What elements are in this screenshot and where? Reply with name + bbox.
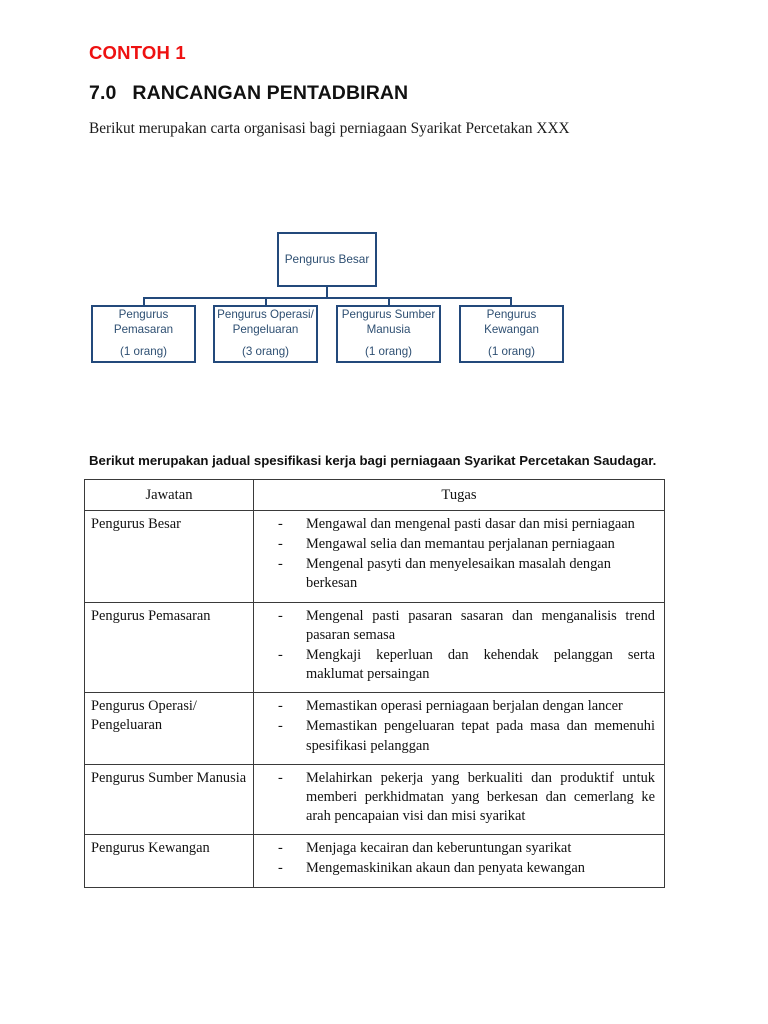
- table-header-row: Jawatan Tugas: [84, 479, 665, 511]
- org-node-title-line2: Pemasaran: [113, 323, 174, 337]
- duty-item: - Mengawal dan mengenal pasti dasar dan m…: [254, 515, 655, 534]
- example-label: CONTOH 1: [89, 42, 186, 63]
- org-node-pengurus-operasi-pengeluaran: Pengurus Operasi/ Pengeluaran (3 orang): [213, 305, 318, 363]
- cell-jawatan: Pengurus Pemasaran: [84, 601, 254, 694]
- bullet-dash-icon: -: [278, 769, 283, 786]
- connector-root-drop: [326, 287, 328, 299]
- cell-tugas: - Menjaga kecairan dan keberuntungan syar…: [253, 834, 665, 888]
- org-node-headcount: (3 orang): [241, 344, 290, 358]
- duty-text: Memastikan operasi perniagaan berjalan d…: [306, 698, 623, 715]
- org-node-headcount: (1 orang): [119, 344, 168, 358]
- duty-item: - Mengenal pasyti dan menyelesaikan masal…: [254, 555, 655, 593]
- cell-jawatan: Pengurus Kewangan: [84, 834, 254, 888]
- table-row: Pengurus Operasi/ Pengeluaran - Memastikan…: [84, 692, 665, 765]
- bullet-dash-icon: -: [278, 536, 283, 553]
- column-header-tugas: Tugas: [253, 479, 665, 511]
- duty-list: - Mengawal dan mengenal pasti dasar dan m…: [254, 515, 655, 594]
- bullet-dash-icon: -: [278, 516, 283, 532]
- bullet-dash-icon: -: [278, 607, 283, 624]
- org-node-title-line2: Pengeluaran: [232, 323, 299, 337]
- duty-list: - Memastikan operasi perniagaan berjalan …: [254, 697, 655, 755]
- org-node-pengurus-kewangan: Pengurus Kewangan (1 orang): [459, 305, 564, 363]
- table-row: Pengurus Kewangan - Menjaga kecairan dan k…: [84, 834, 665, 888]
- org-node-headcount: (1 orang): [364, 344, 413, 358]
- column-header-jawatan: Jawatan: [84, 479, 254, 511]
- job-specification-table: Jawatan Tugas Pengurus Besar - Mengawal da…: [84, 479, 665, 888]
- cell-jawatan: Pengurus Besar: [84, 510, 254, 603]
- duty-text: Mengenal pasti pasaran sasaran dan menga…: [306, 607, 655, 643]
- section-title-text: RANCANGAN PENTADBIRAN: [132, 82, 409, 104]
- table-head: Jawatan Tugas: [84, 479, 665, 511]
- duty-item: - Menjaga kecairan dan keberuntungan syar…: [254, 839, 655, 858]
- cell-jawatan: Pengurus Sumber Manusia: [84, 763, 254, 836]
- duty-text: Mengenal pasyti dan menyelesaikan masala…: [306, 556, 611, 592]
- table-row: Pengurus Sumber Manusia - Melahirkan peker…: [84, 763, 665, 836]
- duty-item: - Melahirkan pekerja yang berkualiti dan …: [254, 769, 655, 826]
- org-node-pengurus-besar: Pengurus Besar: [277, 232, 377, 287]
- org-node-title-line2: Manusia: [366, 323, 411, 337]
- duty-list: - Menjaga kecairan dan keberuntungan syar…: [254, 839, 655, 878]
- duty-text: Mengkaji keperluan dan kehendak pelangga…: [306, 646, 655, 683]
- duty-text: Mengawal selia dan memantau perjalanan p…: [306, 536, 615, 553]
- table-row: Pengurus Pemasaran - Mengenal pasti pasara…: [84, 601, 665, 694]
- cell-tugas: - Mengawal dan mengenal pasti dasar dan m…: [253, 510, 665, 603]
- duty-item: - Mengawal selia dan memantau perjalanan …: [254, 535, 655, 554]
- duty-item: - Mengenal pasti pasaran sasaran dan meng…: [254, 607, 655, 645]
- duty-item: - Memastikan operasi perniagaan berjalan …: [254, 697, 655, 716]
- cell-tugas: - Mengenal pasti pasaran sasaran dan meng…: [253, 601, 665, 694]
- bullet-dash-icon: -: [278, 860, 283, 877]
- org-node-pengurus-pemasaran: Pengurus Pemasaran (1 orang): [91, 305, 196, 363]
- duty-list: - Mengenal pasti pasaran sasaran dan meng…: [254, 607, 655, 685]
- org-node-title-line1: Pengurus: [118, 308, 169, 322]
- cell-tugas: - Memastikan operasi perniagaan berjalan …: [253, 692, 665, 765]
- connector-horizontal-bus: [143, 297, 512, 299]
- org-node-title-line1: Pengurus Sumber: [341, 308, 436, 322]
- bullet-dash-icon: -: [278, 718, 283, 735]
- org-node-headcount: (1 orang): [487, 344, 536, 358]
- intro-paragraph-chart: Berikut merupakan carta organisasi bagi …: [89, 120, 570, 137]
- duty-item: - Memastikan pengeluaran tepat pada masa …: [254, 717, 655, 755]
- duty-text: Melahirkan pekerja yang berkualiti dan p…: [306, 769, 655, 825]
- org-node-title-line2: Kewangan: [484, 323, 539, 337]
- cell-tugas: - Melahirkan pekerja yang berkualiti dan …: [253, 763, 665, 836]
- bullet-dash-icon: -: [278, 556, 283, 573]
- intro-paragraph-table: Berikut merupakan jadual spesifikasi ker…: [89, 453, 657, 468]
- org-node-pengurus-sumber-manusia: Pengurus Sumber Manusia (1 orang): [336, 305, 441, 363]
- page-title: 7.0 RANCANGAN PENTADBIRAN: [89, 82, 408, 105]
- duty-text: Menjaga kecairan dan keberuntungan syari…: [306, 840, 572, 857]
- section-number: 7.0: [89, 82, 117, 104]
- duty-text: Mengemaskinikan akaun dan penyata kewang…: [306, 860, 585, 877]
- org-node-title-line1: Pengurus: [486, 308, 537, 322]
- duty-text: Mengawal dan mengenal pasti dasar dan mi…: [306, 516, 635, 532]
- duty-item: - Mengemaskinikan akaun dan penyata kewan…: [254, 859, 655, 878]
- duty-text: Memastikan pengeluaran tepat pada masa d…: [306, 718, 655, 754]
- table-body: Pengurus Besar - Mengawal dan mengenal pas…: [84, 510, 665, 888]
- bullet-dash-icon: -: [278, 840, 283, 857]
- bullet-dash-icon: -: [278, 698, 283, 715]
- org-node-title-line1: Pengurus Operasi/: [217, 308, 314, 322]
- cell-jawatan: Pengurus Operasi/ Pengeluaran: [84, 692, 254, 765]
- duty-item: - Mengkaji keperluan dan kehendak pelangg…: [254, 646, 655, 684]
- table-row: Pengurus Besar - Mengawal dan mengenal pas…: [84, 510, 665, 603]
- bullet-dash-icon: -: [278, 646, 283, 663]
- org-node-title: Pengurus Besar: [284, 251, 370, 266]
- duty-list: - Melahirkan pekerja yang berkualiti dan …: [254, 769, 655, 826]
